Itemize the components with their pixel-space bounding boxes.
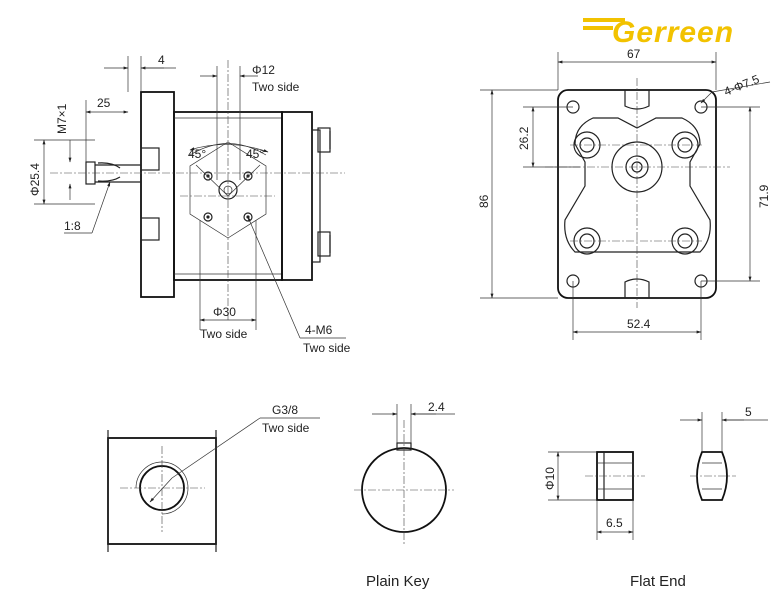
flange-width-label: 67 — [627, 47, 641, 61]
flange-height-label: 86 — [477, 194, 491, 208]
brand-logo: Gerreen — [583, 16, 734, 49]
flange-view: 67 86 26.2 71.9 52.4 4-Φ7.5 — [477, 47, 771, 340]
flat-len-label: 6.5 — [606, 516, 623, 530]
pilot-dia-label: Φ25.4 — [28, 163, 42, 196]
angle-left-label: 45° — [188, 147, 206, 161]
bolt-circle-label: Φ30 — [213, 305, 236, 319]
plain-key-view: 2.4 Plain Key — [354, 400, 455, 590]
bolt-h-label: 52.4 — [627, 317, 651, 331]
thread-label: M7×1 — [55, 103, 69, 134]
port-view: G3/8 Two side — [107, 403, 320, 552]
bolt-v-label: 71.9 — [757, 184, 771, 208]
offset-v-label: 26.2 — [517, 126, 531, 150]
shaft-len-label: 25 — [97, 96, 111, 110]
port-dia-note: Two side — [252, 80, 300, 94]
port-thread-note: Two side — [262, 421, 310, 435]
shaft-dia-label: Φ10 — [543, 467, 557, 490]
brand-logo-text: Gerreen — [612, 16, 734, 49]
key-width-label: 2.4 — [428, 400, 445, 414]
bolt-thread-label: 4-M6 — [305, 323, 333, 337]
plain-key-title: Plain Key — [366, 573, 430, 590]
angle-right-label: 45° — [246, 147, 264, 161]
side-view: Φ12 Two side 45° 45° 4 25 M7×1 Φ25.4 1:8 — [28, 53, 351, 355]
holes-label: 4-Φ7.5 — [722, 72, 762, 99]
flange-thk-label: 4 — [158, 53, 165, 67]
flat-width-label: 5 — [745, 405, 752, 419]
port-thread-label: G3/8 — [272, 403, 298, 417]
port-dia-label: Φ12 — [252, 63, 275, 77]
bolt-circle-note: Two side — [200, 327, 248, 341]
flat-end-title: Flat End — [630, 573, 686, 590]
flat-end-view: Φ10 6.5 5 Flat End — [543, 405, 768, 590]
taper-label: 1:8 — [64, 219, 81, 233]
bolt-thread-note: Two side — [303, 341, 351, 355]
